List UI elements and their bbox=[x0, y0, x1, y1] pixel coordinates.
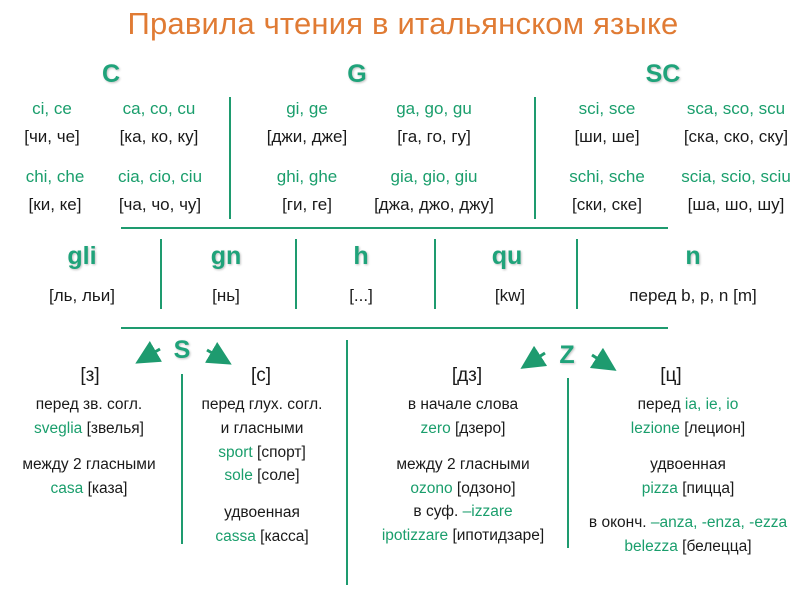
divider-gli-gn bbox=[160, 239, 162, 309]
sc-scia-scio-sciu: scia, scio, sciu bbox=[681, 167, 791, 186]
s-s-rule1a: перед глух. согл. bbox=[201, 396, 323, 413]
z-ts-example2: pizza [пицца] bbox=[641, 480, 735, 497]
heading-z: Z bbox=[559, 341, 575, 369]
separator-top bbox=[121, 227, 668, 229]
sc-sca-sco-scu-ru: [ска, ско, ску] bbox=[683, 127, 789, 146]
heading-s: S bbox=[173, 336, 191, 364]
s-s-rule2: удвоенная bbox=[224, 504, 300, 521]
c-chi-che: chi, che bbox=[25, 167, 85, 186]
sc-schi-sche-ru: [ски, ске] bbox=[572, 195, 642, 214]
heading-gli: gli bbox=[67, 242, 97, 270]
heading-qu: qu bbox=[491, 242, 523, 270]
z-ts-label: [ц] bbox=[660, 365, 682, 386]
divider-h-qu bbox=[434, 239, 436, 309]
z-ts-rule2: удвоенная bbox=[650, 456, 726, 473]
c-cia-cio-ciu: cia, cio, ciu bbox=[117, 167, 203, 186]
z-ts-rule1: перед ia, ie, io bbox=[637, 396, 739, 413]
h-value: [...] bbox=[349, 286, 373, 305]
c-ca-co-cu-ru: [ка, ко, ку] bbox=[119, 127, 199, 146]
z-dz-example3: ipotizzare [ипотидзаре] bbox=[381, 527, 545, 544]
c-ci-ce: ci, ce bbox=[32, 99, 72, 118]
sc-schi-sche: schi, sche bbox=[569, 167, 645, 186]
sc-sci-sce-ru: [ши, ше] bbox=[574, 127, 640, 146]
g-gia-gio-giu: gia, gio, giu bbox=[390, 167, 478, 186]
g-ga-go-gu: ga, go, gu bbox=[396, 99, 472, 118]
heading-h: h bbox=[353, 242, 369, 270]
g-gi-ge: gi, ge bbox=[286, 99, 328, 118]
s-z-example1: sveglia [звелья] bbox=[34, 420, 144, 437]
g-gia-gio-giu-ru: [джа, джо, джу] bbox=[374, 195, 494, 214]
s-s-example3: cassa [касса] bbox=[215, 528, 309, 545]
c-ca-co-cu: ca, co, cu bbox=[122, 99, 196, 118]
s-z-rule2: между 2 гласными bbox=[22, 456, 156, 473]
s-s-label: [с] bbox=[250, 365, 272, 386]
z-dz-rule1: в начале слова bbox=[407, 396, 519, 413]
sc-scia-scio-sciu-ru: [ша, шо, шу] bbox=[687, 195, 785, 214]
divider-s-z bbox=[346, 340, 348, 585]
heading-c: C bbox=[101, 60, 121, 88]
z-arrow-left-icon bbox=[520, 345, 548, 369]
separator-bottom bbox=[121, 327, 668, 329]
c-cia-cio-ciu-ru: [ча, чо, чу] bbox=[118, 195, 202, 214]
s-z-label: [з] bbox=[80, 365, 100, 386]
s-z-example2: casa [каза] bbox=[50, 480, 128, 497]
z-dz-rule2: между 2 гласными bbox=[396, 456, 530, 473]
heading-gn: gn bbox=[210, 242, 242, 270]
sc-sca-sco-scu: sca, sco, scu bbox=[686, 99, 786, 118]
s-s-example2: sole [соле] bbox=[224, 467, 300, 484]
divider-c-g bbox=[229, 97, 231, 219]
n-value: перед b, p, n [m] bbox=[629, 286, 757, 305]
divider-s-cols bbox=[181, 374, 183, 544]
divider-qu-n bbox=[576, 239, 578, 309]
c-chi-che-ru: [ки, ке] bbox=[28, 195, 82, 214]
qu-value: [kw] bbox=[494, 286, 526, 305]
z-ts-example1: lezione [лецион] bbox=[630, 420, 746, 437]
divider-gn-h bbox=[295, 239, 297, 309]
g-ghi-ghe: ghi, ghe bbox=[276, 167, 338, 186]
z-dz-label: [дз] bbox=[451, 365, 483, 386]
heading-sc: SC bbox=[645, 60, 681, 88]
g-ghi-ghe-ru: [ги, ге] bbox=[282, 195, 332, 214]
heading-n: n bbox=[685, 242, 701, 270]
g-gi-ge-ru: [джи, дже] bbox=[266, 127, 348, 146]
heading-g: G bbox=[347, 60, 367, 88]
gn-value: [нь] bbox=[212, 286, 240, 305]
z-dz-example1: zero [дзеро] bbox=[420, 420, 506, 437]
sc-sci-sce: sci, sce bbox=[578, 99, 636, 118]
s-s-example1: sport [спорт] bbox=[218, 444, 306, 461]
s-s-rule1b: и гласными bbox=[220, 420, 304, 437]
divider-z-cols bbox=[567, 378, 569, 548]
page-title: Правила чтения в итальянском языке bbox=[127, 6, 679, 41]
z-ts-example3: belezza [белецца] bbox=[624, 538, 752, 555]
divider-g-sc bbox=[534, 97, 536, 219]
g-ga-go-gu-ru: [га, го, гу] bbox=[397, 127, 471, 146]
gli-value: [ль, льи] bbox=[49, 286, 115, 305]
s-arrow-right-icon bbox=[204, 342, 232, 365]
z-arrow-right-icon bbox=[589, 347, 617, 371]
z-dz-rule3: в суф. –izzare bbox=[413, 503, 513, 520]
c-ci-ce-ru: [чи, че] bbox=[24, 127, 80, 146]
s-arrow-left-icon bbox=[135, 341, 163, 364]
z-dz-example2: ozono [одзоно] bbox=[410, 480, 516, 497]
s-z-rule1: перед зв. согл. bbox=[35, 396, 143, 413]
z-ts-rule3: в оконч. –anza, -enza, -ezza bbox=[588, 514, 788, 531]
